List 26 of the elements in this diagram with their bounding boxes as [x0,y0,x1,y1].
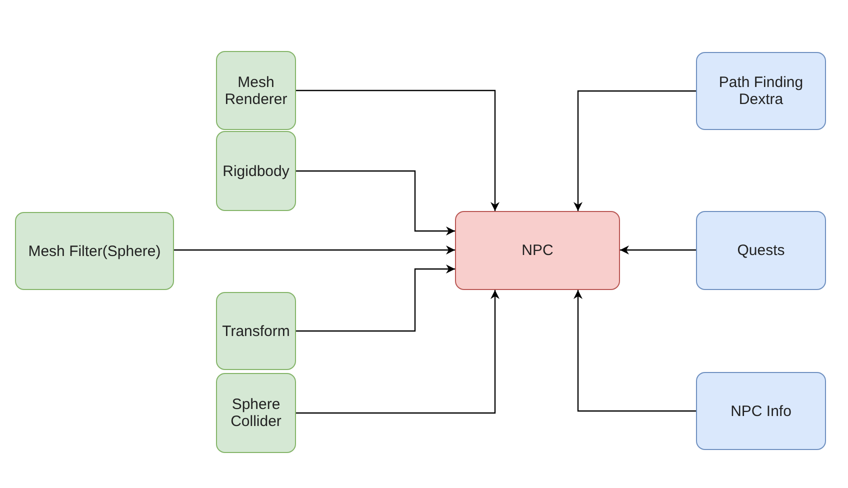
node-label: Transform [221,322,291,340]
node-label: Path Finding Dextra [718,74,804,108]
arrow [574,290,696,412]
node-label: NPC [520,242,554,259]
arrow [296,170,455,236]
component-box [216,131,296,211]
node-label: NPC Info [730,402,792,420]
component-box [15,212,174,290]
component-box [216,373,296,453]
arrow [620,246,696,254]
node-label: Rigidbody [222,162,290,180]
node-label: Quests [736,242,786,259]
component-box [216,292,296,370]
arrow [174,246,455,254]
node-label: Mesh Filter(Sphere) [27,242,162,260]
node-label: Sphere Collider [230,396,282,430]
arrow [296,264,455,332]
node-label: Mesh Renderer [224,74,288,108]
arrow [574,90,696,211]
component-box [696,211,826,290]
arrow [296,90,500,211]
component-box [696,372,826,450]
entity-box [455,211,620,290]
component-box [216,51,296,130]
component-box [696,52,826,130]
arrow [296,290,500,414]
